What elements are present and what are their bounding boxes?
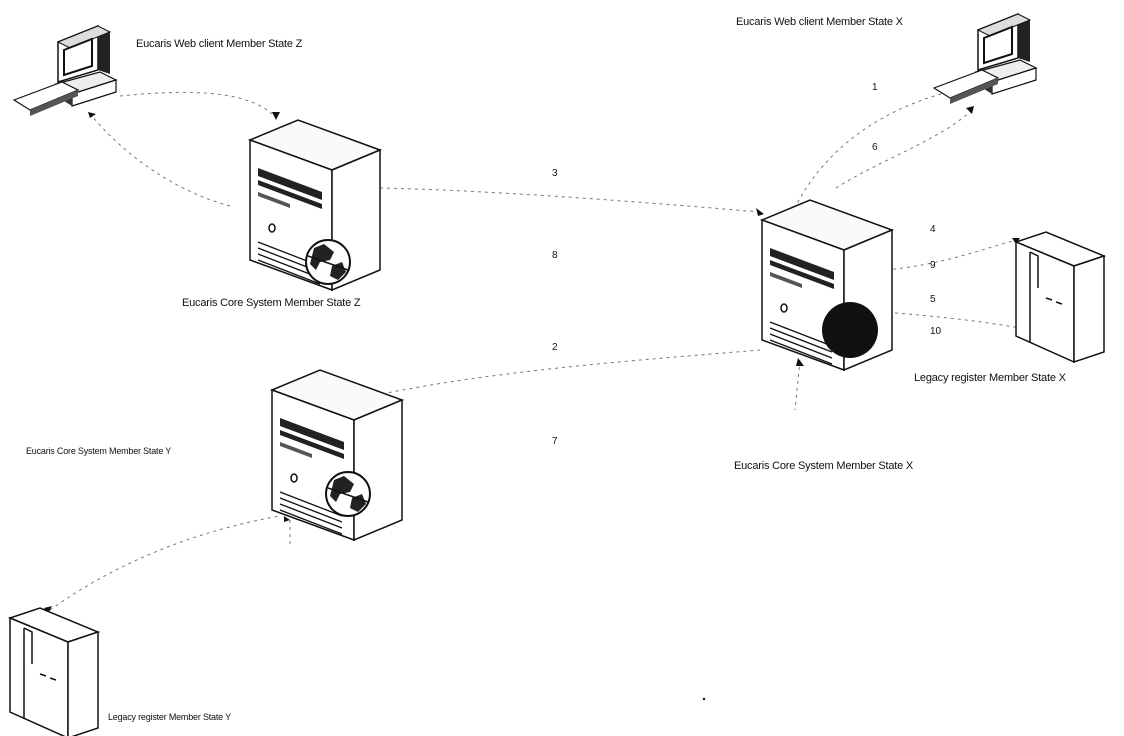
core-x-label: Eucaris Core System Member State X: [734, 460, 913, 472]
step-10: 10: [930, 326, 941, 337]
core-y-globe-icon: [326, 472, 370, 516]
web-client-z-label: Eucaris Web client Member State Z: [136, 38, 302, 50]
line-legacy-y: [50, 516, 280, 610]
legacy-x-cabinet-icon: [1016, 232, 1104, 362]
step-5: 5: [930, 294, 936, 305]
line-core-x-to-client-x: [836, 110, 972, 188]
step-2: 2: [552, 342, 558, 353]
core-x-globe-icon: [822, 302, 878, 358]
legacy-y-cabinet-icon: [10, 608, 98, 736]
step-4: 4: [930, 224, 936, 235]
line-client-z-to-core-z: [120, 92, 276, 118]
line-core-x-down: [795, 360, 800, 410]
step-3: 3: [552, 168, 558, 179]
core-z-globe-icon: [306, 240, 350, 284]
step-9: 9: [930, 260, 936, 271]
step-7: 7: [552, 436, 558, 447]
line-core-y-to-core-x: [382, 350, 760, 394]
line-core-x-to-legacy-x: [886, 240, 1016, 270]
legacy-x-label: Legacy register Member State X: [914, 372, 1066, 384]
step-1: 1: [872, 82, 878, 93]
core-z-label: Eucaris Core System Member State Z: [182, 297, 360, 309]
line-legacy-x-to-core-x: [884, 312, 1030, 330]
step-6: 6: [872, 142, 878, 153]
core-y-label: Eucaris Core System Member State Y: [26, 446, 171, 456]
line-core-z-to-core-x: [380, 188, 760, 212]
core-y-server-icon: [272, 370, 402, 540]
arrow-heads: [44, 106, 1034, 614]
web-client-z-computer-icon: [14, 26, 116, 116]
web-client-x-label: Eucaris Web client Member State X: [736, 16, 903, 28]
legacy-y-label: Legacy register Member State Y: [108, 712, 231, 722]
step-8: 8: [552, 250, 558, 261]
line-client-x-to-core-x: [790, 92, 948, 218]
line-core-z-to-client-z: [92, 116, 230, 206]
web-client-x-computer-icon: [934, 14, 1036, 104]
